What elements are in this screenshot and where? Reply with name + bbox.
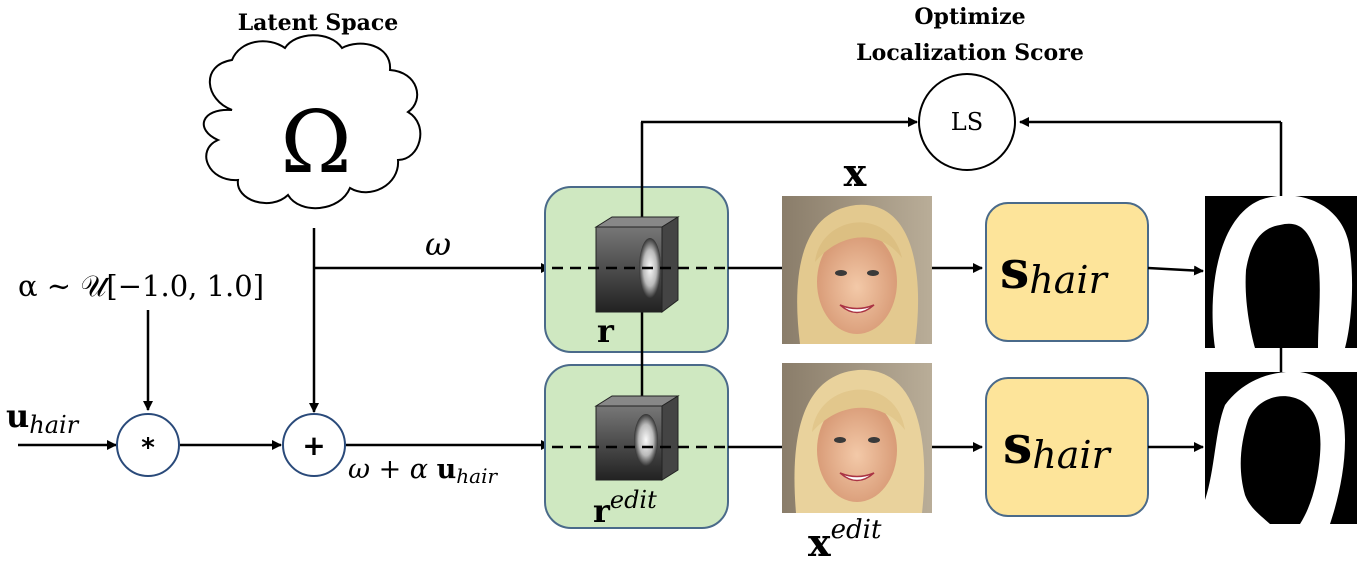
u-hair-label: uhair [6,397,80,439]
optimize-title-line1: Optimize [914,4,1025,30]
multiply-node [116,413,180,477]
segmenter-label-edit: shair [1003,415,1113,477]
add-node [282,413,346,477]
hair-mask-original [1205,195,1357,348]
add-symbol: + [302,429,325,462]
edited-latent-label: ω + α uhair [348,454,498,488]
face-image-edit [782,363,932,513]
sum-u: u [437,454,457,485]
segmenter-box-original [985,202,1149,342]
latent-space-title: Latent Space [238,10,399,36]
r-edit-label: redit [593,486,657,530]
r-edit-bold: r [593,492,611,530]
x-edit-bold: x [808,520,831,563]
ls-label: LS [951,108,983,136]
localization-score-node [918,73,1016,171]
s-bold-1: s [1000,240,1029,301]
s-sub-1: hair [1029,258,1109,302]
u-hair-sub: hair [29,411,79,439]
x-edit-label: xedit [808,515,882,563]
volume-cube-edit [594,395,680,481]
s-bold-2: s [1003,415,1032,476]
omega-label: ω [425,225,451,263]
s-sub-2: hair [1032,433,1112,477]
face-image-original [782,196,932,344]
segmenter-label-original: shair [1000,240,1110,302]
multiply-symbol: * [141,433,155,463]
omega-symbol: Ω [280,93,351,193]
u-hair-bold: u [6,397,29,435]
x-label: x [844,150,867,195]
hair-mask-edit [1205,371,1357,524]
latent-cloud [202,34,422,210]
sum-sub: hair [456,464,498,488]
x-edit-sup: edit [831,515,882,545]
alpha-distribution-label: α ∼ 𝒰[−1.0, 1.0] [18,269,264,303]
optimize-title-line2: Localization Score [856,40,1084,66]
r-label: r [597,312,615,350]
r-edit-sup: edit [610,486,657,514]
volume-cube-original [594,216,680,313]
sum-prefix: ω + α [348,454,437,485]
seg-to-mask-arrow [1147,265,1204,276]
